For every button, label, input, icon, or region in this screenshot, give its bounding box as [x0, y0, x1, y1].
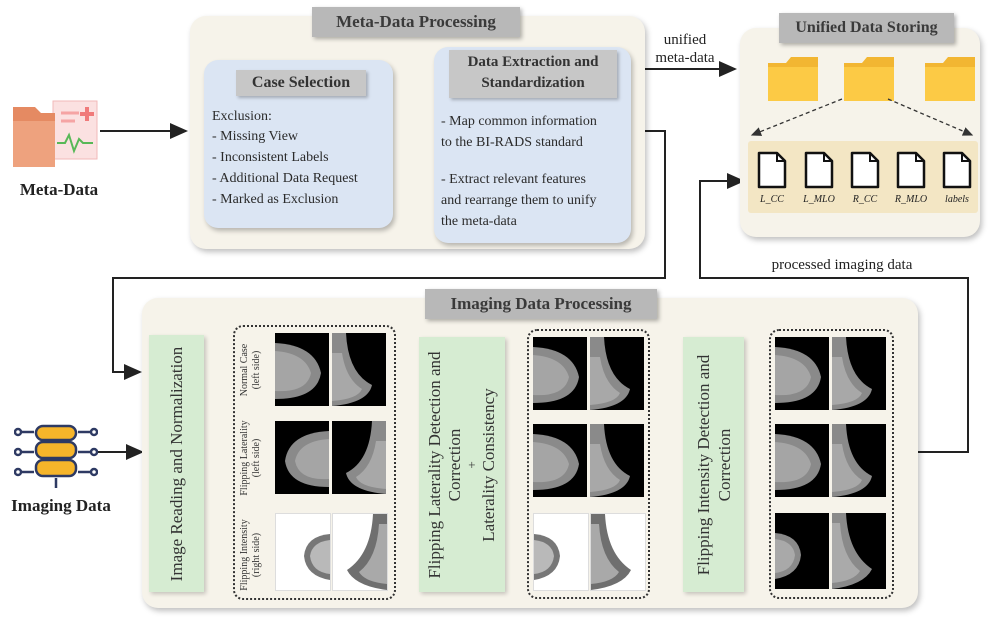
file-caption-l-cc: L_CC [760, 194, 784, 205]
file-caption-r-cc: R_CC [852, 194, 878, 205]
folder-icon [844, 57, 894, 106]
case-selection-title: Case Selection [236, 70, 366, 96]
step-flip-laterality: Flipping Laterality Detection and Correc… [419, 337, 505, 592]
mammogram-int-mlo-2 [590, 513, 646, 591]
folder-icon [925, 57, 975, 106]
mammogram-normal-mlo-2 [590, 337, 644, 410]
step-flip-intensity: Flipping Intensity Detection and Correct… [683, 337, 744, 592]
file-caption-r-mlo: R_MLO [894, 194, 928, 205]
mammogram-normal-cc [275, 333, 329, 406]
mammogram-flip-lat-cc [275, 421, 329, 494]
imaging-processing-title: Imaging Data Processing [425, 289, 657, 319]
extraction-line: - Map common information [441, 114, 597, 129]
sample-box-laterality [527, 329, 650, 599]
row-label-flip-intensity: Flipping Intensity (right side) [239, 519, 262, 591]
mammogram-flip-int-cc [275, 513, 331, 591]
file-caption-labels: labels [945, 194, 969, 205]
file-icon [804, 151, 834, 194]
mammogram-int-cc-2 [533, 513, 589, 591]
meta-processing-title: Meta-Data Processing [312, 7, 520, 37]
extraction-line [441, 153, 631, 169]
mammogram-out-cc-3 [775, 513, 829, 589]
extraction-title-line2: Standardization [481, 75, 585, 91]
extraction-title-line1: Data Extraction and [467, 54, 599, 70]
file-icon [896, 151, 926, 194]
mammogram-corrected-mlo [590, 424, 644, 497]
step-image-reading: Image Reading and Normalization [149, 335, 204, 592]
meta-data-label: Meta-Data [19, 180, 99, 199]
case-line: - Marked as Exclusion [212, 192, 339, 207]
row-label-normal: Normal Case (left side) [239, 343, 262, 397]
mammogram-out-mlo-2 [832, 424, 886, 497]
extraction-title: Data Extraction and Standardization [449, 50, 617, 98]
processed-imaging-label: processed imaging data [771, 257, 913, 273]
row-label-flip-laterality: Flipping Laterality (left side) [239, 420, 262, 496]
mammogram-out-cc-2 [775, 424, 829, 497]
unified-line2: meta-data [655, 50, 715, 66]
meta-data-icon [13, 97, 99, 169]
unified-meta-label: unified meta-data [640, 31, 730, 67]
sample-box-output [769, 329, 894, 599]
mammogram-normal-cc-2 [533, 337, 587, 410]
file-icon [942, 151, 972, 194]
mammogram-flip-lat-mlo [332, 421, 386, 494]
case-line: Exclusion: [212, 109, 272, 124]
file-icon [757, 151, 787, 194]
arrow-extraction-to-imaging [112, 130, 666, 380]
imaging-data-label: Imaging Data [11, 496, 111, 515]
arrow-processed-imaging [699, 173, 969, 453]
step-flip-intensity-label: Flipping Intensity Detection and Correct… [693, 354, 734, 575]
step-flip-laterality-label: Flipping Laterality Detection and Correc… [425, 350, 498, 579]
file-caption-l-mlo: L_MLO [803, 194, 835, 205]
database-icon [13, 420, 99, 490]
storage-dashed-arrows [750, 98, 974, 136]
mammogram-out-mlo-3 [832, 513, 886, 589]
storage-title: Unified Data Storing [779, 13, 954, 43]
extraction-line: the meta-data [441, 214, 517, 229]
case-line: - Missing View [212, 129, 299, 144]
unified-line1: unified [663, 32, 707, 48]
mammogram-out-mlo-1 [832, 337, 886, 410]
file-icon [850, 151, 880, 194]
extraction-line: and rearrange them to unify [441, 193, 597, 208]
mammogram-out-cc-1 [775, 337, 829, 410]
case-line: - Inconsistent Labels [212, 150, 329, 165]
mammogram-flip-int-mlo [332, 513, 388, 591]
case-selection-text: Exclusion: - Missing View - Inconsistent… [212, 106, 392, 210]
step-image-reading-label: Image Reading and Normalization [166, 346, 186, 581]
sample-box-input [233, 325, 396, 600]
mammogram-corrected-cc [533, 424, 587, 497]
mammogram-normal-mlo [332, 333, 386, 406]
case-line: - Additional Data Request [212, 171, 358, 186]
extraction-line: to the BI-RADS standard [441, 135, 583, 150]
folder-icon [768, 57, 818, 106]
extraction-text: - Map common information to the BI-RADS … [441, 111, 631, 232]
extraction-line: - Extract relevant features [441, 172, 586, 187]
